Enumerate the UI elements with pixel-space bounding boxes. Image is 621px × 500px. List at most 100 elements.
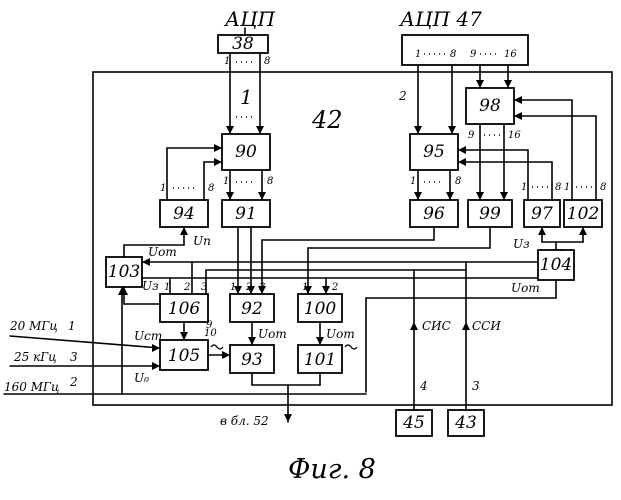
output-label: в бл. 52 xyxy=(220,414,269,428)
block-90-label: 90 xyxy=(235,142,257,162)
signal-uot-103: Uот xyxy=(148,245,177,259)
arrow-out-52 xyxy=(284,414,292,422)
signal-up-94: Uп xyxy=(193,234,211,248)
bus-number-1: 1 xyxy=(240,85,253,109)
pin-97-8: 8 xyxy=(555,182,561,193)
arrow-94-90-b xyxy=(214,158,222,166)
arrow-input-25khz xyxy=(152,362,160,370)
bus-number-3: 3 xyxy=(472,379,480,393)
arrow-90-91-right xyxy=(258,192,266,200)
pin-100-2: 2 xyxy=(331,282,338,293)
block-106-label: 106 xyxy=(168,299,201,319)
block-92-label: 92 xyxy=(241,299,263,319)
arrow-uz-100 xyxy=(322,286,330,294)
arrow-106-105 xyxy=(180,332,188,340)
arrow-47-95-right xyxy=(448,126,456,134)
pin-94-1: 1 xyxy=(160,183,166,194)
arrow-90-91-left xyxy=(226,192,234,200)
pin-106-2: 2 xyxy=(183,282,190,293)
arrow-47-95-left xyxy=(414,126,422,134)
block-93-label: 93 xyxy=(241,350,263,370)
arrow-sic xyxy=(410,322,418,330)
signal-ssi: ССИ xyxy=(472,319,501,333)
block-101-label: 101 xyxy=(304,350,336,370)
block-100-label: 100 xyxy=(304,299,337,319)
arrow-95-96-left xyxy=(414,192,422,200)
arrow-38-90-left xyxy=(226,126,234,134)
block-99-label: 99 xyxy=(479,204,501,224)
input-20mhz-num: 1 xyxy=(68,319,76,333)
arrow-38-90-right xyxy=(256,126,264,134)
block-104-label: 104 xyxy=(540,255,572,275)
pin-47-1: 1 xyxy=(415,49,421,60)
adc-title: АЦП xyxy=(223,7,276,31)
arrow-92-93 xyxy=(248,337,256,345)
block-96-label: 96 xyxy=(423,204,445,224)
input-20mhz: 20 МГц xyxy=(9,319,58,333)
block-103-label: 103 xyxy=(108,262,140,282)
arrow-97-95-b xyxy=(458,158,466,166)
block-94-label: 94 xyxy=(173,204,195,224)
pin-47-8: 8 xyxy=(450,49,456,60)
pin-102-8: 8 xyxy=(600,182,606,193)
figure-caption: Фиг. 8 xyxy=(288,454,376,485)
arrow-105-93 xyxy=(222,351,230,359)
arrow-102-98-a xyxy=(514,96,522,104)
signal-uot-92: Uот xyxy=(258,327,287,341)
pin-92-1: 1 xyxy=(230,282,236,293)
input-160mhz-num: 2 xyxy=(69,375,78,389)
arrow-uot-103 xyxy=(142,258,150,266)
pin-94-8: 8 xyxy=(208,183,214,194)
pin-47-16: 16 xyxy=(504,49,517,60)
block-98-label: 98 xyxy=(479,96,501,116)
arrow-97-95-a xyxy=(458,146,466,154)
pin-98-16: 16 xyxy=(508,130,521,141)
pin-38-8: 8 xyxy=(264,56,270,67)
input-25khz: 25 кГц xyxy=(13,350,57,364)
pin-106-9: 9 xyxy=(206,320,213,331)
pin-90-8: 8 xyxy=(267,176,273,187)
arrow-ssi xyxy=(462,322,470,330)
signal-ust: Uст xyxy=(134,329,162,343)
input-25khz-num: 3 xyxy=(70,350,78,364)
signal-uz-right: Uз xyxy=(513,237,530,251)
pin-102-1: 1 xyxy=(564,182,570,193)
signal-uot-100: Uот xyxy=(326,327,355,341)
arrow-98-99-a xyxy=(476,192,484,200)
bus-number-4: 4 xyxy=(419,379,428,393)
block-91-label: 91 xyxy=(235,204,257,224)
pin-92-2: 2 xyxy=(245,282,252,293)
signal-u0: U₀ xyxy=(134,371,149,385)
bus-number-2: 2 xyxy=(398,89,407,103)
arrow-47-98-right xyxy=(504,80,512,88)
block-43-label: 43 xyxy=(454,413,477,433)
block-105-label: 105 xyxy=(168,346,200,366)
pin-95-8: 8 xyxy=(455,176,461,187)
arrow-102-98-b xyxy=(514,112,522,120)
input-160mhz: 160 МГц xyxy=(4,380,59,394)
arrow-up-97 xyxy=(538,227,546,235)
block-102-label: 102 xyxy=(567,204,599,224)
block-95-label: 95 xyxy=(423,142,445,162)
block-45-label: 45 xyxy=(402,413,425,433)
arrow-98-99-b xyxy=(500,192,508,200)
signal-uz-left: Uз xyxy=(142,279,159,293)
arrow-100-101 xyxy=(316,337,324,345)
arrow-up-102 xyxy=(579,227,587,235)
pin-38-1: 1 xyxy=(224,56,230,67)
pin-47-9: 9 xyxy=(470,49,477,60)
unit-label: 42 xyxy=(311,106,343,134)
tilde-105 xyxy=(211,345,223,349)
adc-bus-title: АЦП 47 xyxy=(398,7,482,31)
pin-98-9: 9 xyxy=(468,130,475,141)
signal-sic: СИС xyxy=(422,319,451,333)
tilde-101 xyxy=(345,345,357,349)
arrow-up-94 xyxy=(180,227,188,235)
arrow-47-98-left xyxy=(476,80,484,88)
arrow-95-96-right xyxy=(446,192,454,200)
arrow-input-20mhz xyxy=(152,344,160,352)
pin-95-1: 1 xyxy=(410,176,416,187)
arrow-94-90-a xyxy=(214,144,222,152)
